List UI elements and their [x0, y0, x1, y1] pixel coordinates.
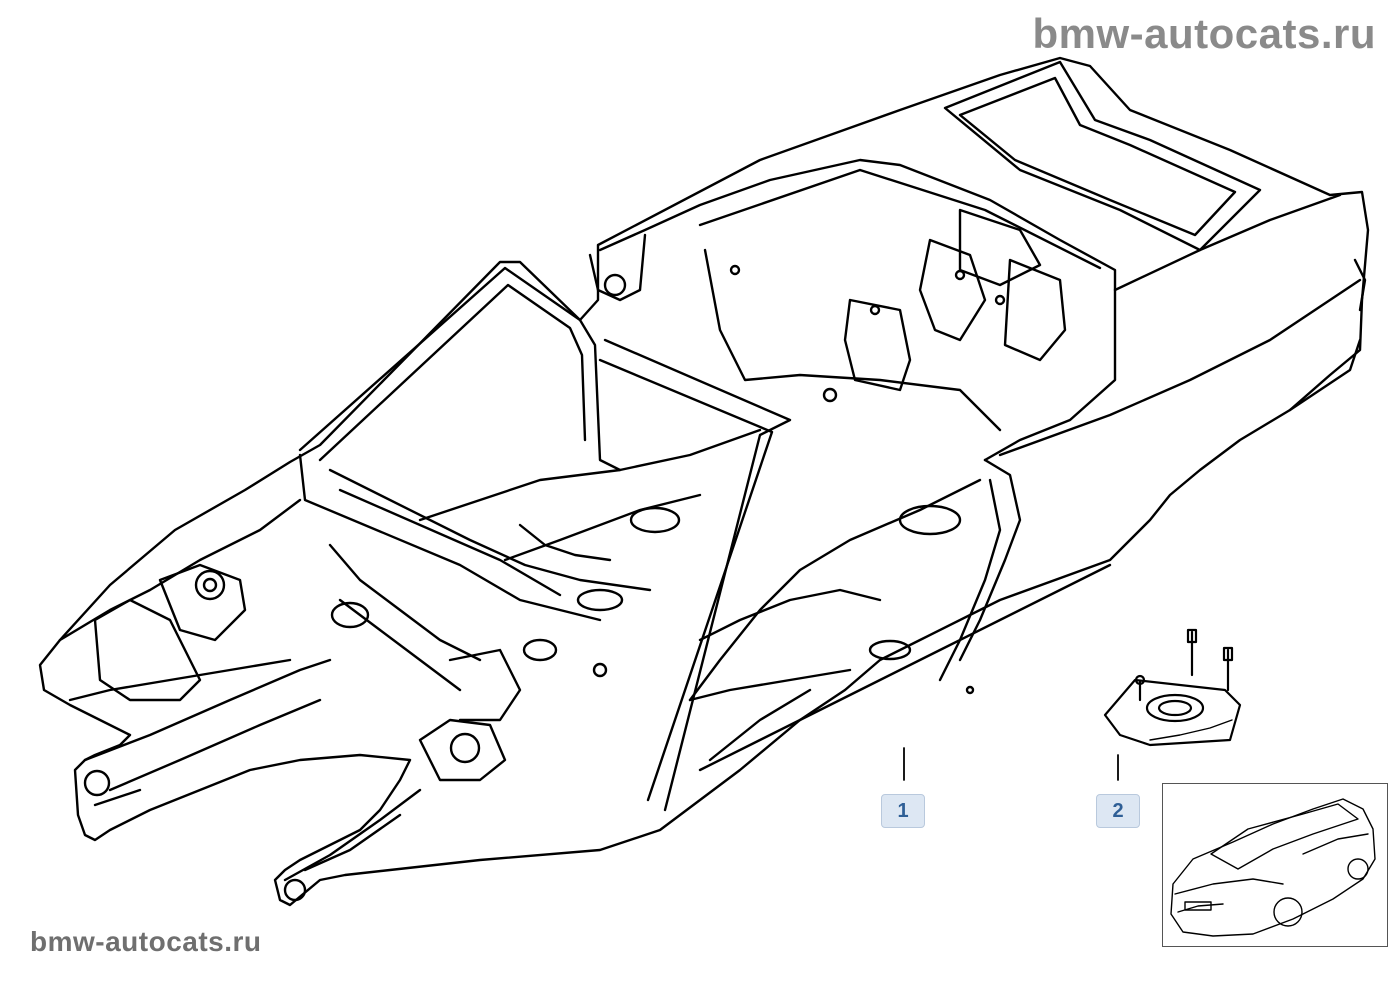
watermark-bottom: bmw-autocats.ru	[30, 926, 262, 957]
watermark-top: bmw-autocats.ru	[1032, 10, 1376, 57]
car-thumbnail-icon	[1170, 798, 1376, 937]
mount-plate-icon[interactable]	[1103, 628, 1242, 747]
car-thumbnail[interactable]	[1162, 783, 1388, 947]
car-body-shell-icon[interactable]	[38, 56, 1370, 907]
callout-2-button[interactable]: 2	[1096, 794, 1140, 828]
callout-1-button[interactable]: 1	[881, 794, 925, 828]
